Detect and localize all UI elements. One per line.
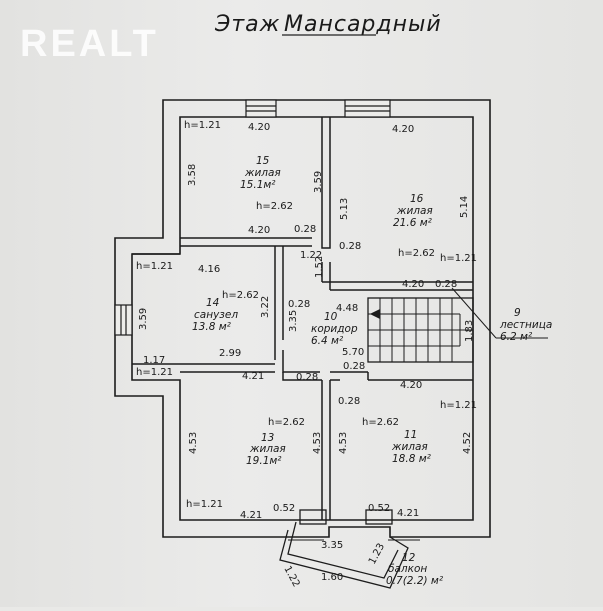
room-15-name: жилая: [244, 167, 281, 179]
dim-label: 4.48: [336, 303, 358, 314]
dim-label: h=2.62: [222, 290, 259, 301]
interior-walls: [132, 117, 473, 520]
room-15-area: 15.1м²: [240, 179, 276, 191]
room-16-number: 16: [410, 193, 424, 205]
dim-label: 1.23: [367, 542, 387, 567]
dim-label: 3.22: [260, 296, 271, 318]
dim-label: 0.28: [294, 224, 316, 235]
room-10-name: коридор: [311, 323, 358, 335]
title-prefix: Этаж: [214, 12, 280, 37]
room-9-area: 6.2 м²: [500, 331, 533, 343]
dim-label: h=2.62: [362, 417, 399, 428]
dim-label: 5.14: [459, 196, 470, 218]
dim-label: 4.20: [248, 225, 270, 236]
dim-label: h=1.21: [136, 261, 173, 272]
dim-label: 1.83: [464, 320, 475, 342]
dim-label: 4.21: [397, 508, 419, 519]
dimension-labels: h=1.21 4.20 4.20 3.58 3.59 h=2.62 4.20 0…: [136, 120, 477, 589]
room-11-area: 18.8 м²: [392, 453, 432, 465]
dim-label: 1.22: [300, 250, 322, 261]
room-14-number: 14: [206, 297, 219, 309]
page-title: Мансардный: [284, 12, 442, 37]
dim-label: 4.52: [462, 432, 473, 454]
room-13-number: 13: [261, 432, 274, 444]
room-16-area: 21.6 м²: [393, 217, 433, 229]
dim-label: h=2.62: [256, 201, 293, 212]
room-11-number: 11: [404, 429, 417, 441]
dim-label: 0.52: [273, 503, 295, 514]
room-12-name: балкон: [388, 563, 427, 575]
dim-label: 0.28: [296, 372, 318, 383]
dim-label: 4.21: [242, 371, 264, 382]
dim-label: 4.21: [240, 510, 262, 521]
room-9-number: 9: [514, 307, 521, 319]
dim-label: 4.53: [188, 432, 199, 454]
dim-label: 3.35: [288, 310, 299, 332]
dim-label: 3.35: [321, 540, 343, 551]
dim-label: h=1.21: [184, 120, 221, 131]
room-13-area: 19.1м²: [246, 455, 282, 467]
room-14-area: 13.8 м²: [192, 321, 232, 333]
dim-label: h=1.21: [186, 499, 223, 510]
dim-label: 4.53: [312, 432, 323, 454]
dim-label: h=2.62: [398, 248, 435, 259]
dim-label: h=1.21: [136, 367, 173, 378]
dim-label: h=1.21: [440, 400, 477, 411]
room-9-name: лестница: [499, 319, 552, 331]
room-labels: 15 жилая 15.1м² 16 жилая 21.6 м² 14 сану…: [192, 155, 552, 587]
room-12-number: 12: [402, 552, 416, 564]
dim-label: 4.20: [400, 380, 422, 391]
dim-label: 3.58: [187, 164, 198, 186]
dim-label: 3.59: [138, 308, 149, 330]
dim-label: 0.28: [338, 396, 360, 407]
balcony: [279, 509, 409, 589]
dim-label: 2.99: [219, 348, 241, 359]
leaders: [288, 287, 548, 541]
room-10-number: 10: [324, 311, 338, 323]
room-15-number: 15: [256, 155, 270, 167]
dim-label: 0.28: [343, 361, 365, 372]
room-14-name: санузел: [194, 309, 238, 321]
dim-label: h=1.21: [440, 253, 477, 264]
room-13-name: жилая: [249, 443, 286, 455]
dim-label: h=2.62: [268, 417, 305, 428]
dim-label: 5.13: [339, 198, 350, 220]
dim-label: 0.28: [288, 299, 310, 310]
windows: [114, 99, 391, 336]
dim-label: 4.20: [392, 124, 414, 135]
dim-label: 1.60: [321, 572, 343, 583]
dim-label: 4.53: [338, 432, 349, 454]
room-11-name: жилая: [391, 441, 428, 453]
dim-label: 1.52: [314, 256, 325, 278]
room-10-area: 6.4 м²: [311, 335, 344, 347]
dim-label: 4.20: [248, 122, 270, 133]
dim-label: 4.20: [402, 279, 424, 290]
dim-label: 0.52: [368, 503, 390, 514]
dim-label: 4.16: [198, 264, 220, 275]
dim-label: 3.59: [313, 171, 324, 193]
room-16-name: жилая: [396, 205, 433, 217]
dim-label: 1.22: [281, 564, 301, 589]
room-12-area: 0.7(2.2) м²: [386, 575, 444, 587]
realt-watermark: REALT: [20, 23, 159, 65]
dim-label: 0.28: [339, 241, 361, 252]
dim-label: 1.17: [143, 355, 165, 366]
dim-label: 5.70: [342, 347, 364, 358]
dim-label: 0.28: [435, 279, 457, 290]
stair: [367, 297, 474, 363]
outer-walls: [114, 99, 491, 538]
